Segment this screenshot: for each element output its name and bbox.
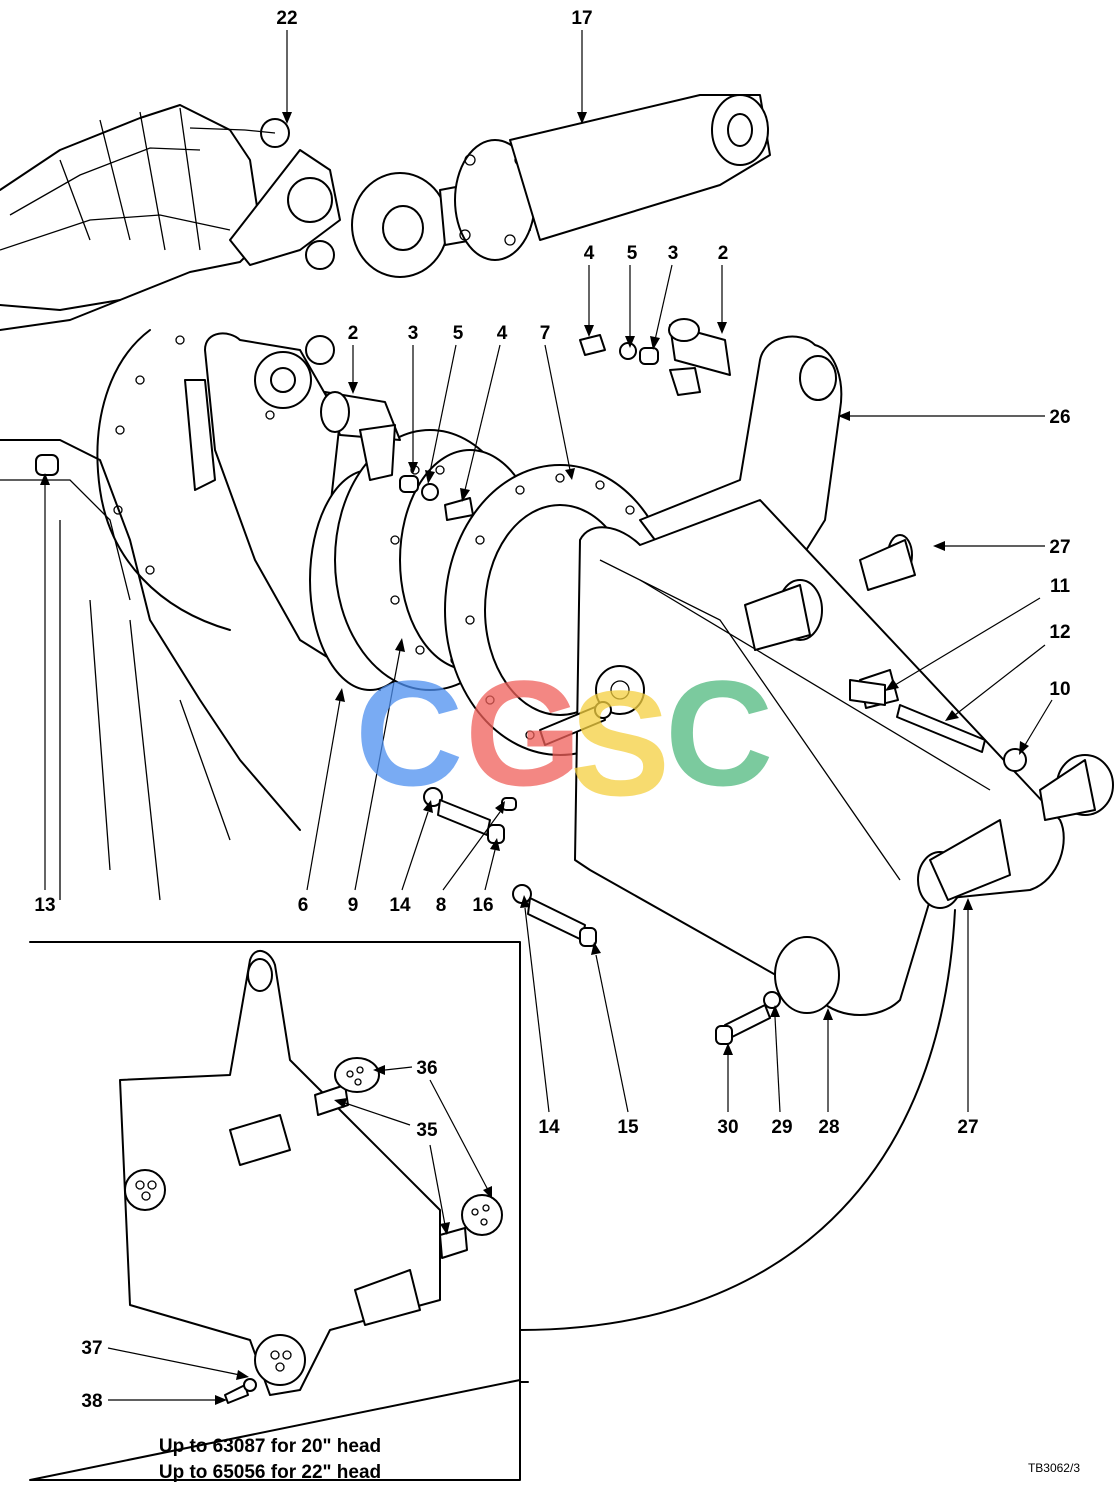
label-9: 9	[348, 895, 359, 916]
callout-curve	[519, 909, 956, 1331]
inset-note-line-2: Up to 65056 for 22" head	[159, 1462, 381, 1483]
label-10: 10	[1049, 679, 1070, 700]
item-36-plates	[334, 1057, 503, 1236]
label-27-lower: 27	[957, 1117, 978, 1138]
label-38: 38	[81, 1391, 102, 1412]
label-5-upper: 5	[627, 243, 638, 264]
label-14-right: 14	[538, 1117, 560, 1138]
label-4-lower: 4	[497, 323, 508, 344]
label-2-lower: 2	[348, 323, 359, 344]
label-15: 15	[617, 1117, 639, 1138]
label-11: 11	[1050, 576, 1071, 597]
label-4-upper: 4	[584, 243, 595, 264]
label-27-upper: 27	[1049, 537, 1070, 558]
item-13-nut	[35, 454, 59, 476]
label-14-left: 14	[389, 895, 411, 916]
watermark: C G S C	[355, 649, 773, 827]
leader-lines	[40, 30, 1053, 1405]
label-17: 17	[571, 8, 592, 29]
watermark-letter-2: G	[465, 649, 582, 817]
inset-note-line-1: Up to 63087 for 20" head	[159, 1436, 381, 1457]
label-6: 6	[298, 895, 309, 916]
watermark-letter-1: C	[355, 649, 463, 817]
label-3-upper: 3	[668, 243, 679, 264]
part-labels: 22 17 4 5 3 2 2 3 5 4 7 26 27 11 12 10 1…	[34, 8, 1070, 1412]
label-22: 22	[276, 8, 297, 29]
inset-bracket	[119, 950, 468, 1396]
cylinder-item-17	[351, 94, 771, 278]
inset-box	[29, 941, 529, 1481]
label-36: 36	[416, 1058, 437, 1079]
hardware-items	[320, 318, 1027, 1045]
label-7: 7	[540, 323, 551, 344]
label-35: 35	[416, 1120, 438, 1141]
label-29: 29	[771, 1117, 792, 1138]
label-28: 28	[818, 1117, 839, 1138]
label-12: 12	[1049, 622, 1070, 643]
watermark-letter-3: S	[570, 659, 670, 827]
label-8: 8	[436, 895, 447, 916]
label-2-upper: 2	[718, 243, 729, 264]
watermark-letter-4: C	[665, 649, 773, 817]
label-26: 26	[1049, 407, 1070, 428]
label-30: 30	[717, 1117, 738, 1138]
machine-frame	[0, 104, 301, 901]
label-3-lower: 3	[408, 323, 419, 344]
label-37: 37	[81, 1338, 102, 1359]
linkage-item-22	[189, 118, 341, 365]
label-13: 13	[34, 895, 55, 916]
drawing-reference: TB3062/3	[1028, 1461, 1080, 1475]
main-bracket	[574, 499, 1114, 1016]
label-5-lower: 5	[453, 323, 464, 344]
label-16: 16	[472, 895, 493, 916]
